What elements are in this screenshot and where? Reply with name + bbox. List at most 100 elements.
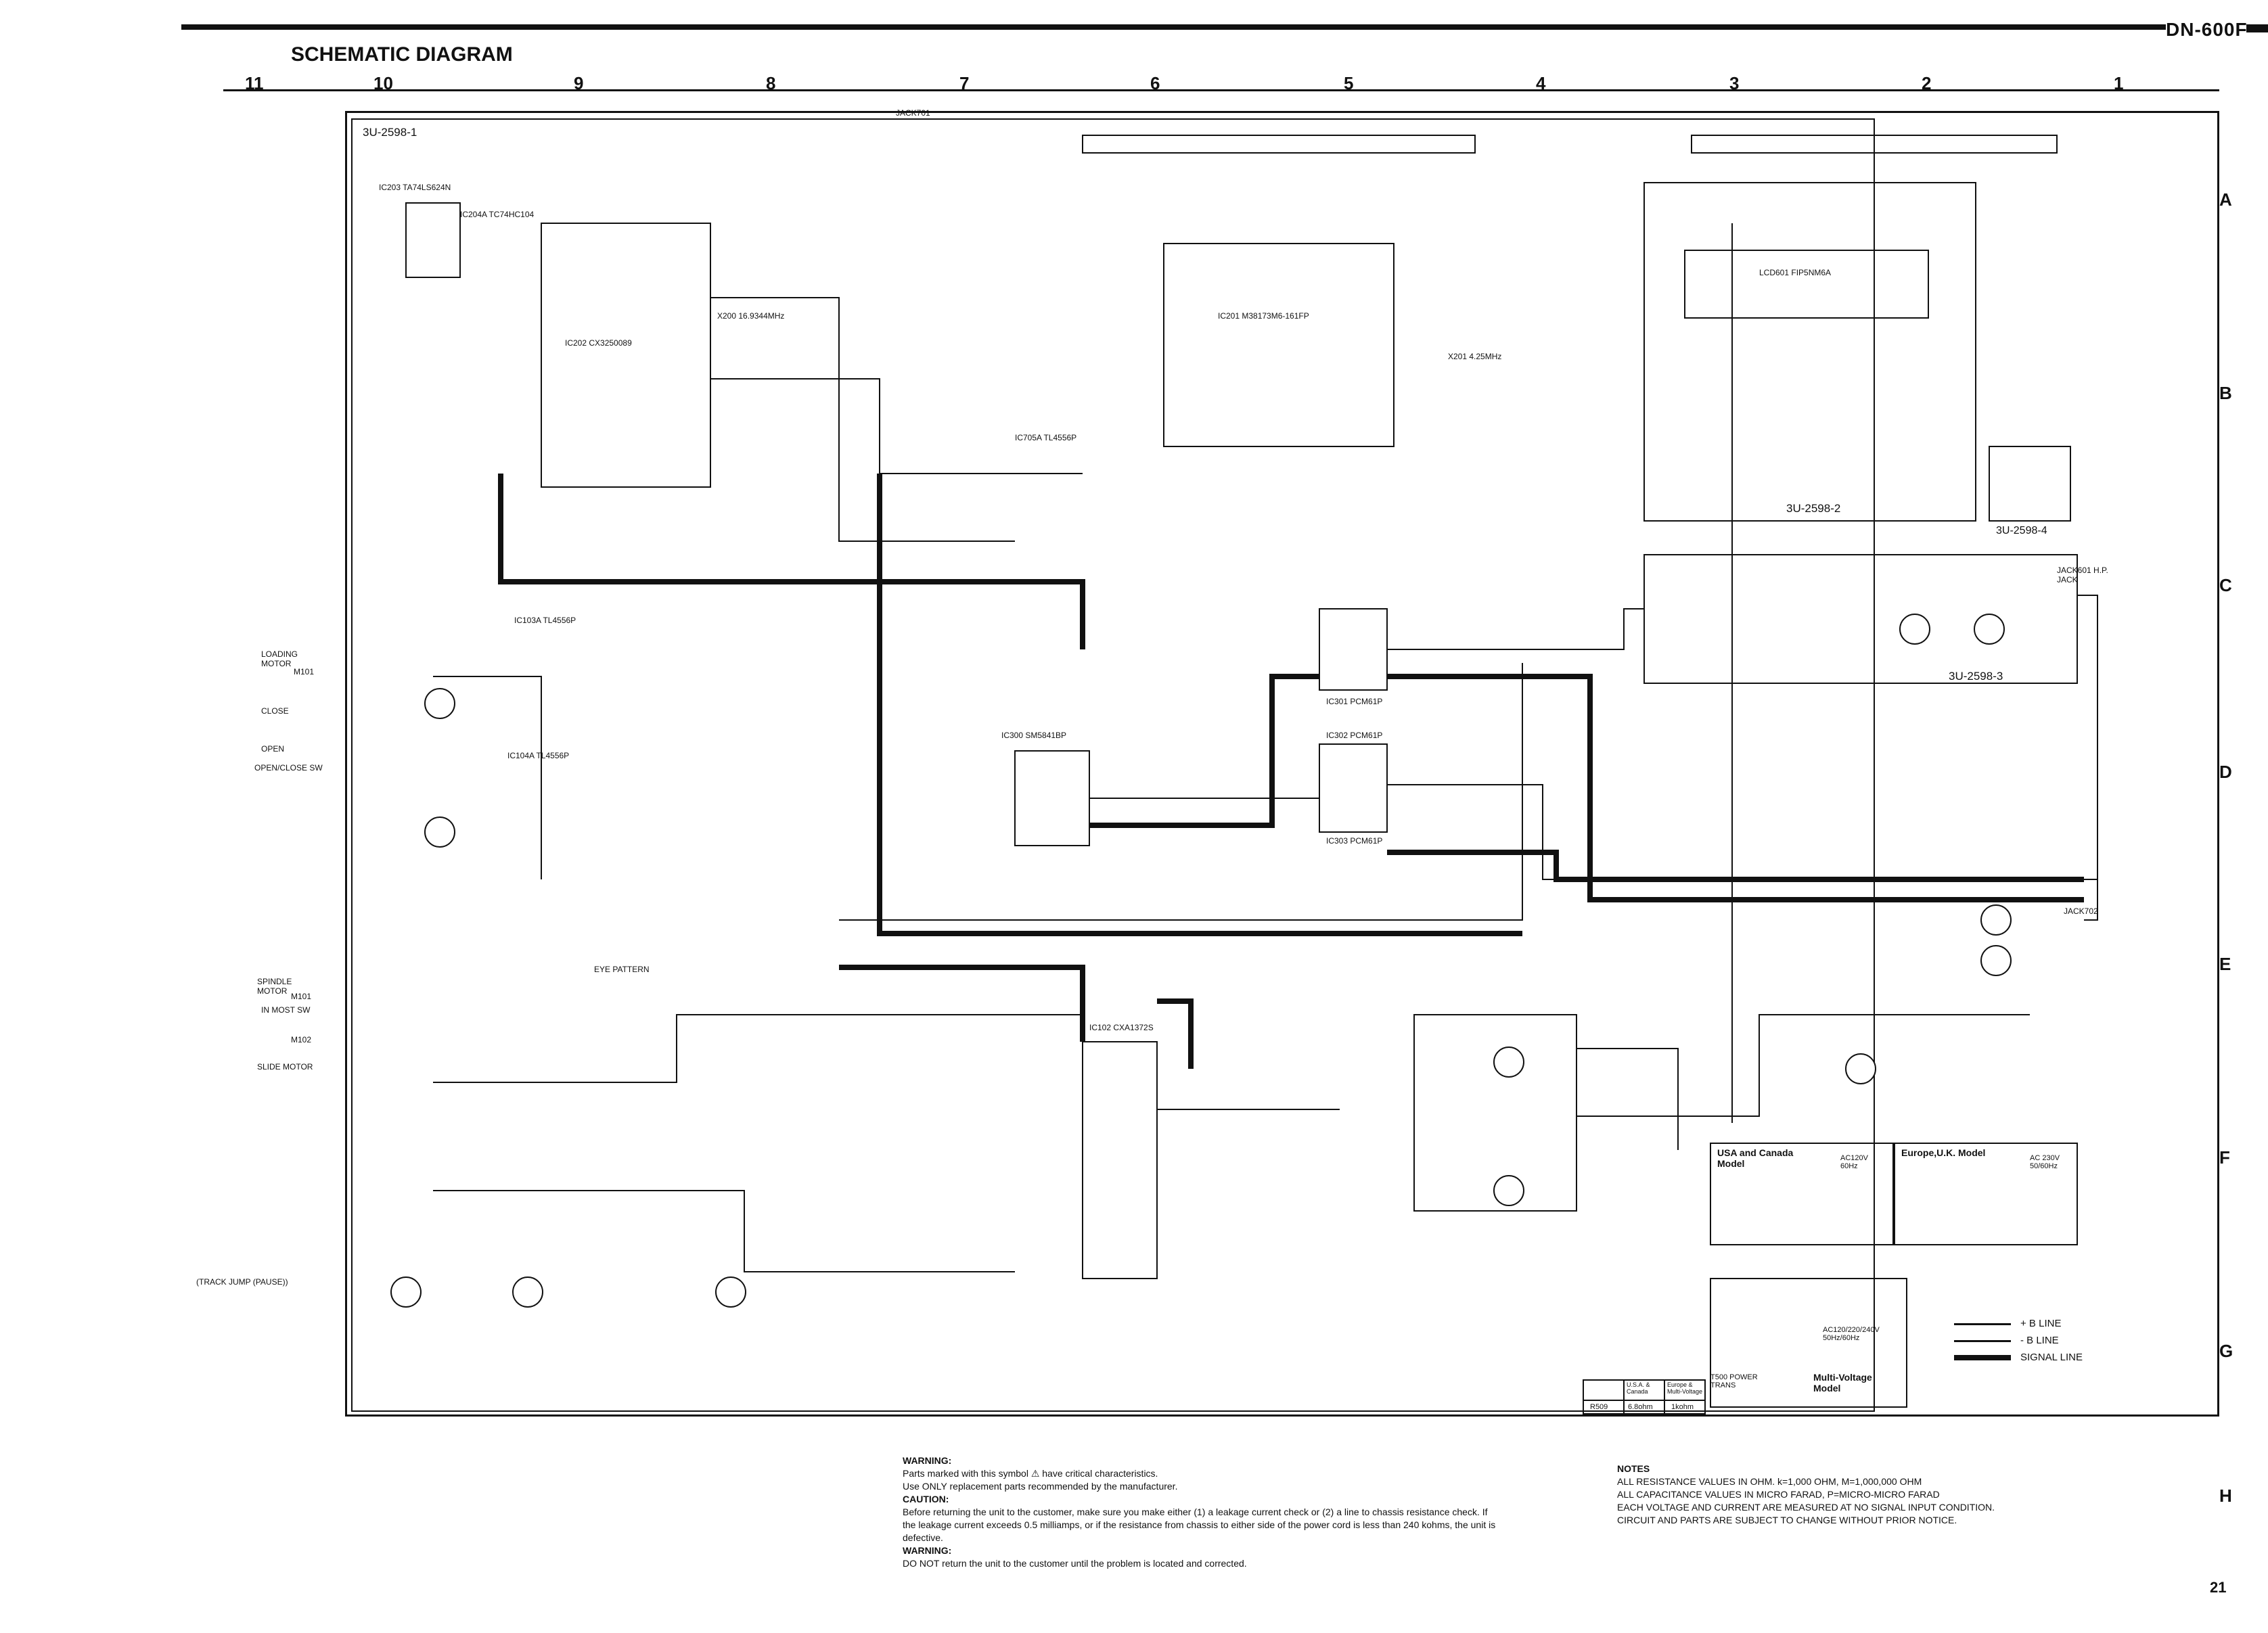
row-label: C	[2219, 575, 2232, 595]
row-label: G	[2219, 1341, 2233, 1361]
notes-line: CIRCUIT AND PARTS ARE SUBJECT TO CHANGE …	[1617, 1515, 1957, 1525]
r509-col2: Europe & Multi-Voltage	[1667, 1381, 1703, 1395]
r509-v1: 6.8ohm	[1628, 1403, 1653, 1411]
spindle-motor-label: SPINDLE MOTOR	[257, 977, 292, 996]
usa-ac-label: AC120V 60Hz	[1840, 1154, 1868, 1170]
headphone-jack-label: JACK601 H.P. JACK	[2057, 566, 2108, 584]
warning-line: Use ONLY replacement parts recommended b…	[903, 1481, 1178, 1492]
warning2-line: DO NOT return the unit to the customer u…	[903, 1558, 1247, 1569]
row-label: A	[2219, 189, 2232, 210]
caution-line: the leakage current exceeds 0.5 milliamp…	[903, 1519, 1496, 1530]
ic301-label: IC301 PCM61P	[1326, 697, 1383, 706]
r509-row: R509	[1590, 1403, 1608, 1411]
power-supply-block	[1413, 1014, 1577, 1212]
r509-col1: U.S.A. & Canada	[1627, 1381, 1650, 1395]
legend-item-signal: SIGNAL LINE	[1954, 1352, 2083, 1363]
warning-heading: WARNING:	[903, 1455, 952, 1466]
column-label: 7	[959, 73, 970, 93]
ic204-label: IC204A TC74HC104	[460, 210, 535, 219]
ic103a-label: IC103A TL4556P	[514, 616, 576, 625]
headphone-board-outline	[1643, 554, 2078, 684]
signal-lines	[498, 474, 2084, 1069]
close-switch-label: CLOSE	[261, 706, 289, 716]
row-label: B	[2219, 383, 2232, 403]
track-jump-label: (TRACK JUMP (PAUSE))	[196, 1277, 288, 1287]
r509-table	[1583, 1379, 1706, 1414]
open-close-sw-label: OPEN/CLOSE SW	[254, 763, 323, 773]
column-rule	[223, 89, 2219, 91]
header-rule	[181, 24, 2166, 30]
line-legend: + B LINE - B LINE SIGNAL LINE	[1954, 1312, 2083, 1368]
ic201-label: IC201 M38173M6-161FP	[1218, 311, 1309, 321]
connector-cb203	[1082, 135, 1476, 154]
europe-model-title: Europe,U.K. Model	[1901, 1147, 1986, 1158]
caution-line: defective.	[903, 1532, 943, 1543]
europe-model-inset	[1894, 1143, 2078, 1245]
caution-heading: CAUTION:	[903, 1494, 949, 1504]
notes-line: EACH VOLTAGE AND CURRENT ARE MEASURED AT…	[1617, 1502, 1995, 1513]
ic301-body	[1319, 608, 1388, 691]
output-jack-label: JACK702	[2064, 906, 2098, 916]
warning-line: Parts marked with this symbol ⚠ have cri…	[903, 1468, 1158, 1479]
column-label: 4	[1536, 73, 1546, 93]
row-label: H	[2219, 1486, 2232, 1506]
column-label: 9	[574, 73, 584, 93]
row-label: D	[2219, 762, 2232, 782]
board-label-headphone: 3U-2598-3	[1949, 670, 2003, 683]
model-name: DN-600F	[2166, 19, 2248, 40]
notes-line: ALL RESISTANCE VALUES IN OHM. k=1,000 OH…	[1617, 1476, 1922, 1487]
usa-model-title: USA and Canada Model	[1717, 1147, 1794, 1169]
column-label: 11	[245, 73, 264, 93]
main-board-outline	[351, 118, 1875, 1412]
spindle-motor-ref: M101	[291, 992, 312, 1001]
x200-label: X200 16.9344MHz	[717, 311, 785, 321]
eye-pattern-label: EYE PATTERN	[594, 965, 650, 974]
front-board-outline	[1643, 182, 1976, 522]
power-trans-label: T500 POWER TRANS	[1710, 1373, 1758, 1389]
ic300-label: IC300 SM5841BP	[1001, 731, 1067, 740]
ic202-body	[541, 223, 711, 488]
ic302-label: IC302 PCM61P	[1326, 731, 1383, 740]
ic202-label: IC202 CX3250089	[565, 338, 632, 348]
column-label: 1	[2114, 73, 2124, 93]
inmost-sw-label: IN MOST SW	[261, 1005, 311, 1015]
lcd601-body	[1684, 250, 1929, 319]
multi-ac-label: AC120/220/240V 50Hz/60Hz	[1823, 1326, 1880, 1342]
column-label: 3	[1729, 73, 1740, 93]
column-label: 6	[1150, 73, 1160, 93]
ic104a-label: IC104A TL4556P	[507, 751, 570, 760]
row-label: F	[2219, 1147, 2230, 1168]
column-label: 8	[766, 73, 776, 93]
x201-label: X201 4.25MHz	[1448, 352, 1502, 361]
ic102-label: IC102 CXA1372S	[1089, 1023, 1154, 1032]
ic203-body	[405, 202, 461, 278]
ic102-body	[1082, 1041, 1158, 1279]
board-label-front: 3U-2598-2	[1786, 502, 1841, 515]
ic300-body	[1014, 750, 1090, 846]
jack701-label: JACK701	[896, 108, 930, 118]
ic201-body	[1163, 243, 1394, 447]
warning-block: WARNING: Parts marked with this symbol ⚠…	[903, 1454, 1512, 1570]
usa-model-inset	[1710, 1143, 1894, 1245]
r509-v2: 1kohm	[1671, 1403, 1694, 1411]
ic303-body	[1319, 743, 1388, 833]
power-sw-board-outline	[1989, 446, 2071, 522]
ic705-label: IC705A TL4556P	[1015, 433, 1077, 442]
slide-motor-ref: M102	[291, 1035, 312, 1044]
multi-voltage-inset	[1710, 1278, 1907, 1408]
page-number: 21	[2210, 1579, 2227, 1596]
caution-line: Before returning the unit to the custome…	[903, 1506, 1488, 1517]
notes-line: ALL CAPACITANCE VALUES IN MICRO FARAD, P…	[1617, 1489, 1940, 1500]
row-label: E	[2219, 954, 2231, 974]
ic203-label: IC203 TA74LS624N	[379, 183, 451, 192]
europe-ac-label: AC 230V 50/60Hz	[2030, 1154, 2060, 1170]
open-switch-label: OPEN	[261, 744, 285, 754]
multi-voltage-title: Multi-Voltage Model	[1813, 1372, 1872, 1394]
column-label: 5	[1344, 73, 1354, 93]
model-marker	[2246, 24, 2268, 32]
board-label-power-sw: 3U-2598-4	[1996, 525, 2047, 536]
loading-motor-ref: M101	[294, 667, 315, 676]
slide-motor-label: SLIDE MOTOR	[257, 1062, 313, 1072]
connector-cb602	[1691, 135, 2058, 154]
